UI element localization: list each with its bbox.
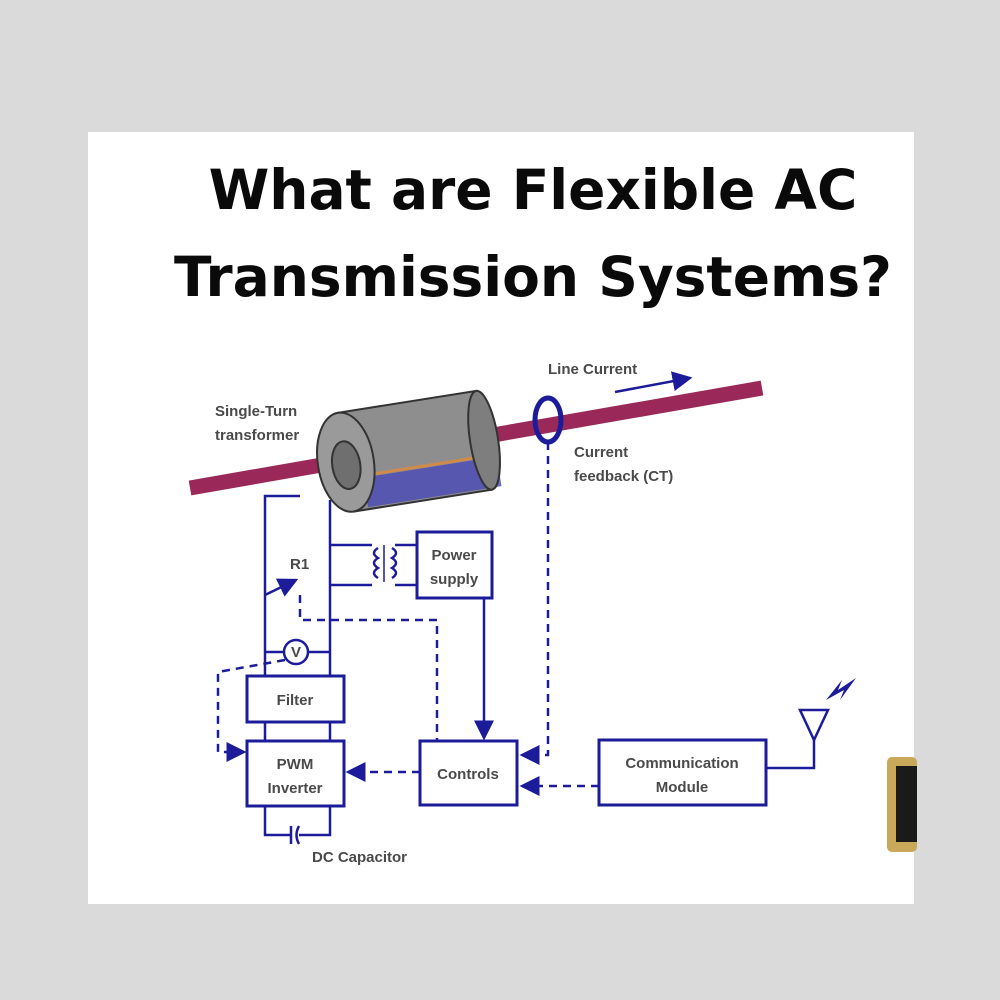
wire-antenna bbox=[766, 740, 816, 770]
power-supply-label-1: Power bbox=[431, 547, 476, 564]
single-turn-label-1: Single-Turn bbox=[215, 403, 297, 420]
wire-left bbox=[263, 494, 300, 676]
controls-label: Controls bbox=[437, 766, 499, 783]
dashed-ct-controls bbox=[519, 442, 550, 765]
title-line-2: Transmission Systems? bbox=[174, 245, 892, 309]
r1-label: R1 bbox=[290, 556, 309, 573]
wireless-signal-icon bbox=[826, 678, 856, 700]
filter-block bbox=[245, 674, 346, 724]
comm-label-2: Module bbox=[656, 779, 709, 796]
wire-cap bbox=[263, 806, 332, 837]
filter-label: Filter bbox=[277, 692, 314, 709]
r1-arrow bbox=[264, 578, 299, 597]
ct-label-1: Current bbox=[574, 444, 628, 461]
pwm-inverter-block bbox=[245, 739, 346, 808]
antenna-icon bbox=[798, 708, 830, 743]
voltmeter-icon bbox=[282, 638, 310, 666]
line-current-label: Line Current bbox=[548, 361, 637, 378]
controls-block bbox=[418, 739, 519, 807]
dc-capacitor-label: DC Capacitor bbox=[312, 849, 407, 866]
power-supply-label-2: supply bbox=[430, 571, 479, 588]
current-transformer-ring bbox=[532, 395, 564, 445]
comm-label-1: Communication bbox=[625, 755, 738, 772]
chip-icon bbox=[887, 757, 917, 852]
dashed-v-pwm bbox=[216, 658, 286, 762]
ct-label-2: feedback (CT) bbox=[574, 468, 673, 485]
wire-ps-out bbox=[330, 543, 417, 587]
title-line-1: What are Flexible AC bbox=[208, 158, 858, 222]
pwm-label-2: Inverter bbox=[267, 780, 322, 797]
single-turn-transformer bbox=[316, 389, 502, 513]
wire-right bbox=[328, 500, 372, 676]
voltmeter-label: V bbox=[291, 644, 301, 661]
pwm-label-1: PWM bbox=[277, 756, 314, 773]
wire-filter-pwm bbox=[263, 722, 332, 741]
power-supply-block bbox=[415, 530, 494, 600]
communication-module-block bbox=[597, 738, 768, 807]
line-current-arrow bbox=[614, 371, 693, 394]
single-turn-label-2: transformer bbox=[215, 427, 299, 444]
